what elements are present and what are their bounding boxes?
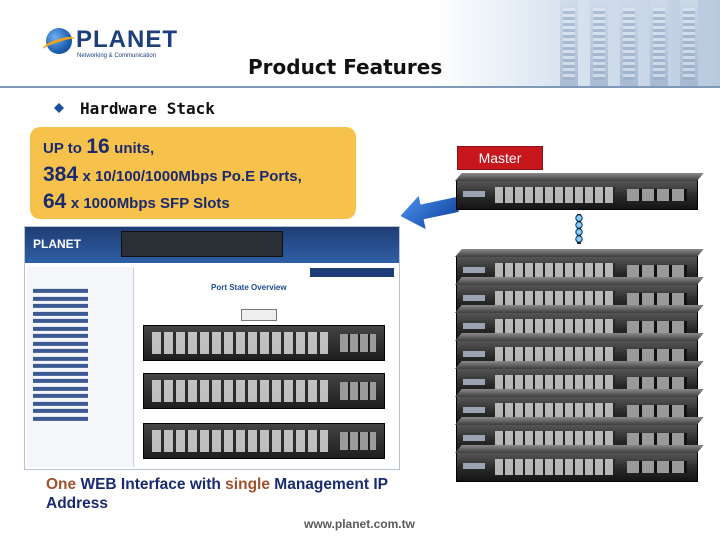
feature-units-number: 16 [86, 135, 110, 158]
arrow-icon [400, 195, 459, 230]
globe-icon [46, 28, 72, 54]
bullet-heading: Hardware Stack [80, 99, 215, 118]
server-rack-image [680, 0, 698, 88]
server-rack-image [620, 0, 638, 88]
caption: One WEB Interface with single Management… [46, 475, 426, 513]
logo-subtitle: Networking & Communication [77, 53, 157, 59]
web-ui-logo: PLANET [33, 237, 81, 251]
stack-link-icon [575, 214, 583, 244]
diamond-bullet-icon [54, 103, 64, 113]
web-ui-heading: Port State Overview [211, 283, 287, 292]
web-interface-screenshot: PLANET Port State Overview [24, 226, 400, 470]
master-label: Master [457, 146, 543, 170]
feature-prefix: UP to [43, 140, 82, 157]
server-rack-image [590, 0, 608, 88]
feature-line-units: UP to 16 units, [43, 135, 154, 159]
web-ui-switch-unit [143, 325, 385, 361]
web-ui-header: PLANET [25, 227, 399, 263]
caption-highlight: One [46, 476, 77, 493]
header: PLANET Networking & Communication Produc… [0, 0, 720, 88]
web-ui-switch-unit [143, 423, 385, 459]
planet-logo: PLANET Networking & Communication [41, 26, 178, 66]
logo-text: PLANET [76, 26, 178, 53]
server-rack-image [560, 0, 578, 88]
member-switch [455, 445, 704, 482]
master-switch [455, 173, 704, 210]
web-ui-menu [27, 267, 134, 467]
feature-sfp-text: x 1000Mbps SFP Slots [70, 195, 230, 212]
footer-url: www.planet.com.tw [304, 517, 415, 531]
feature-box: UP to 16 units, 384 x 10/100/1000Mbps Po… [30, 127, 356, 219]
feature-poe-number: 384 [43, 163, 79, 186]
feature-sfp-number: 64 [43, 190, 67, 213]
web-ui-switch-unit [143, 373, 385, 409]
web-ui-refresh-button [241, 309, 277, 321]
caption-text: Management IP Address [46, 476, 388, 512]
server-rack-image [650, 0, 668, 88]
web-ui-model-tab [310, 268, 394, 277]
caption-text: WEB Interface with [80, 476, 221, 493]
feature-line-sfp: 64 x 1000Mbps SFP Slots [43, 190, 230, 214]
feature-line-poe: 384 x 10/100/1000Mbps Po.E Ports, [43, 163, 302, 187]
feature-poe-text: x 10/100/1000Mbps Po.E Ports, [82, 168, 302, 185]
web-ui-switch-panel [121, 231, 283, 257]
caption-highlight: single [225, 476, 270, 493]
feature-units-suffix: units, [114, 140, 155, 157]
page-title: Product Features [248, 55, 443, 79]
header-divider [0, 86, 720, 88]
